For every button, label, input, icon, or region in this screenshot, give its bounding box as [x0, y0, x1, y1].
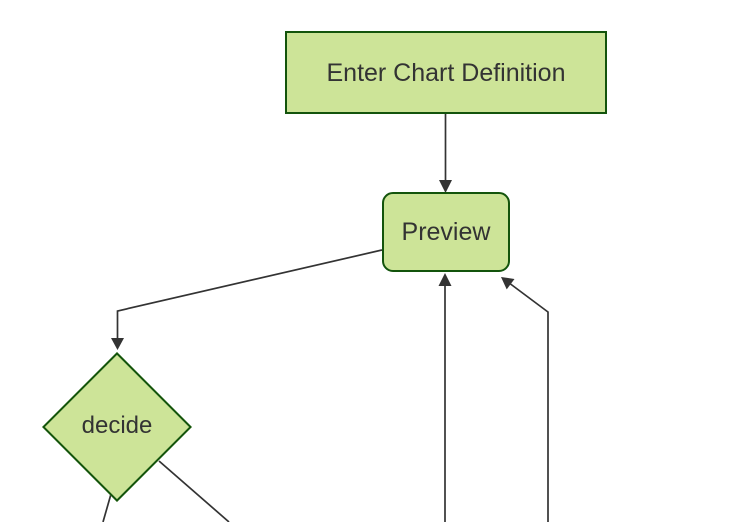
edge-decide-to-bottom-right	[158, 460, 230, 522]
edge-preview-to-decide	[116, 249, 383, 339]
edge-bottom-right-to-preview	[509, 283, 549, 522]
node-enter-chart-definition: Enter Chart Definition	[285, 31, 607, 114]
arrowhead-preview-to-decide	[111, 338, 124, 350]
node-preview-label: Preview	[401, 218, 491, 246]
node-preview: Preview	[382, 192, 510, 272]
node-decide-label: decide	[81, 412, 153, 440]
arrowhead-bottom-to-preview	[438, 273, 452, 286]
node-decide-label-box: decide	[42, 350, 192, 503]
arrowhead-enter-to-preview	[439, 180, 452, 193]
node-enter-chart-definition-label: Enter Chart Definition	[326, 58, 566, 87]
node-decide: decide	[42, 350, 192, 503]
arrowhead-bottom-right-to-preview	[501, 277, 515, 290]
